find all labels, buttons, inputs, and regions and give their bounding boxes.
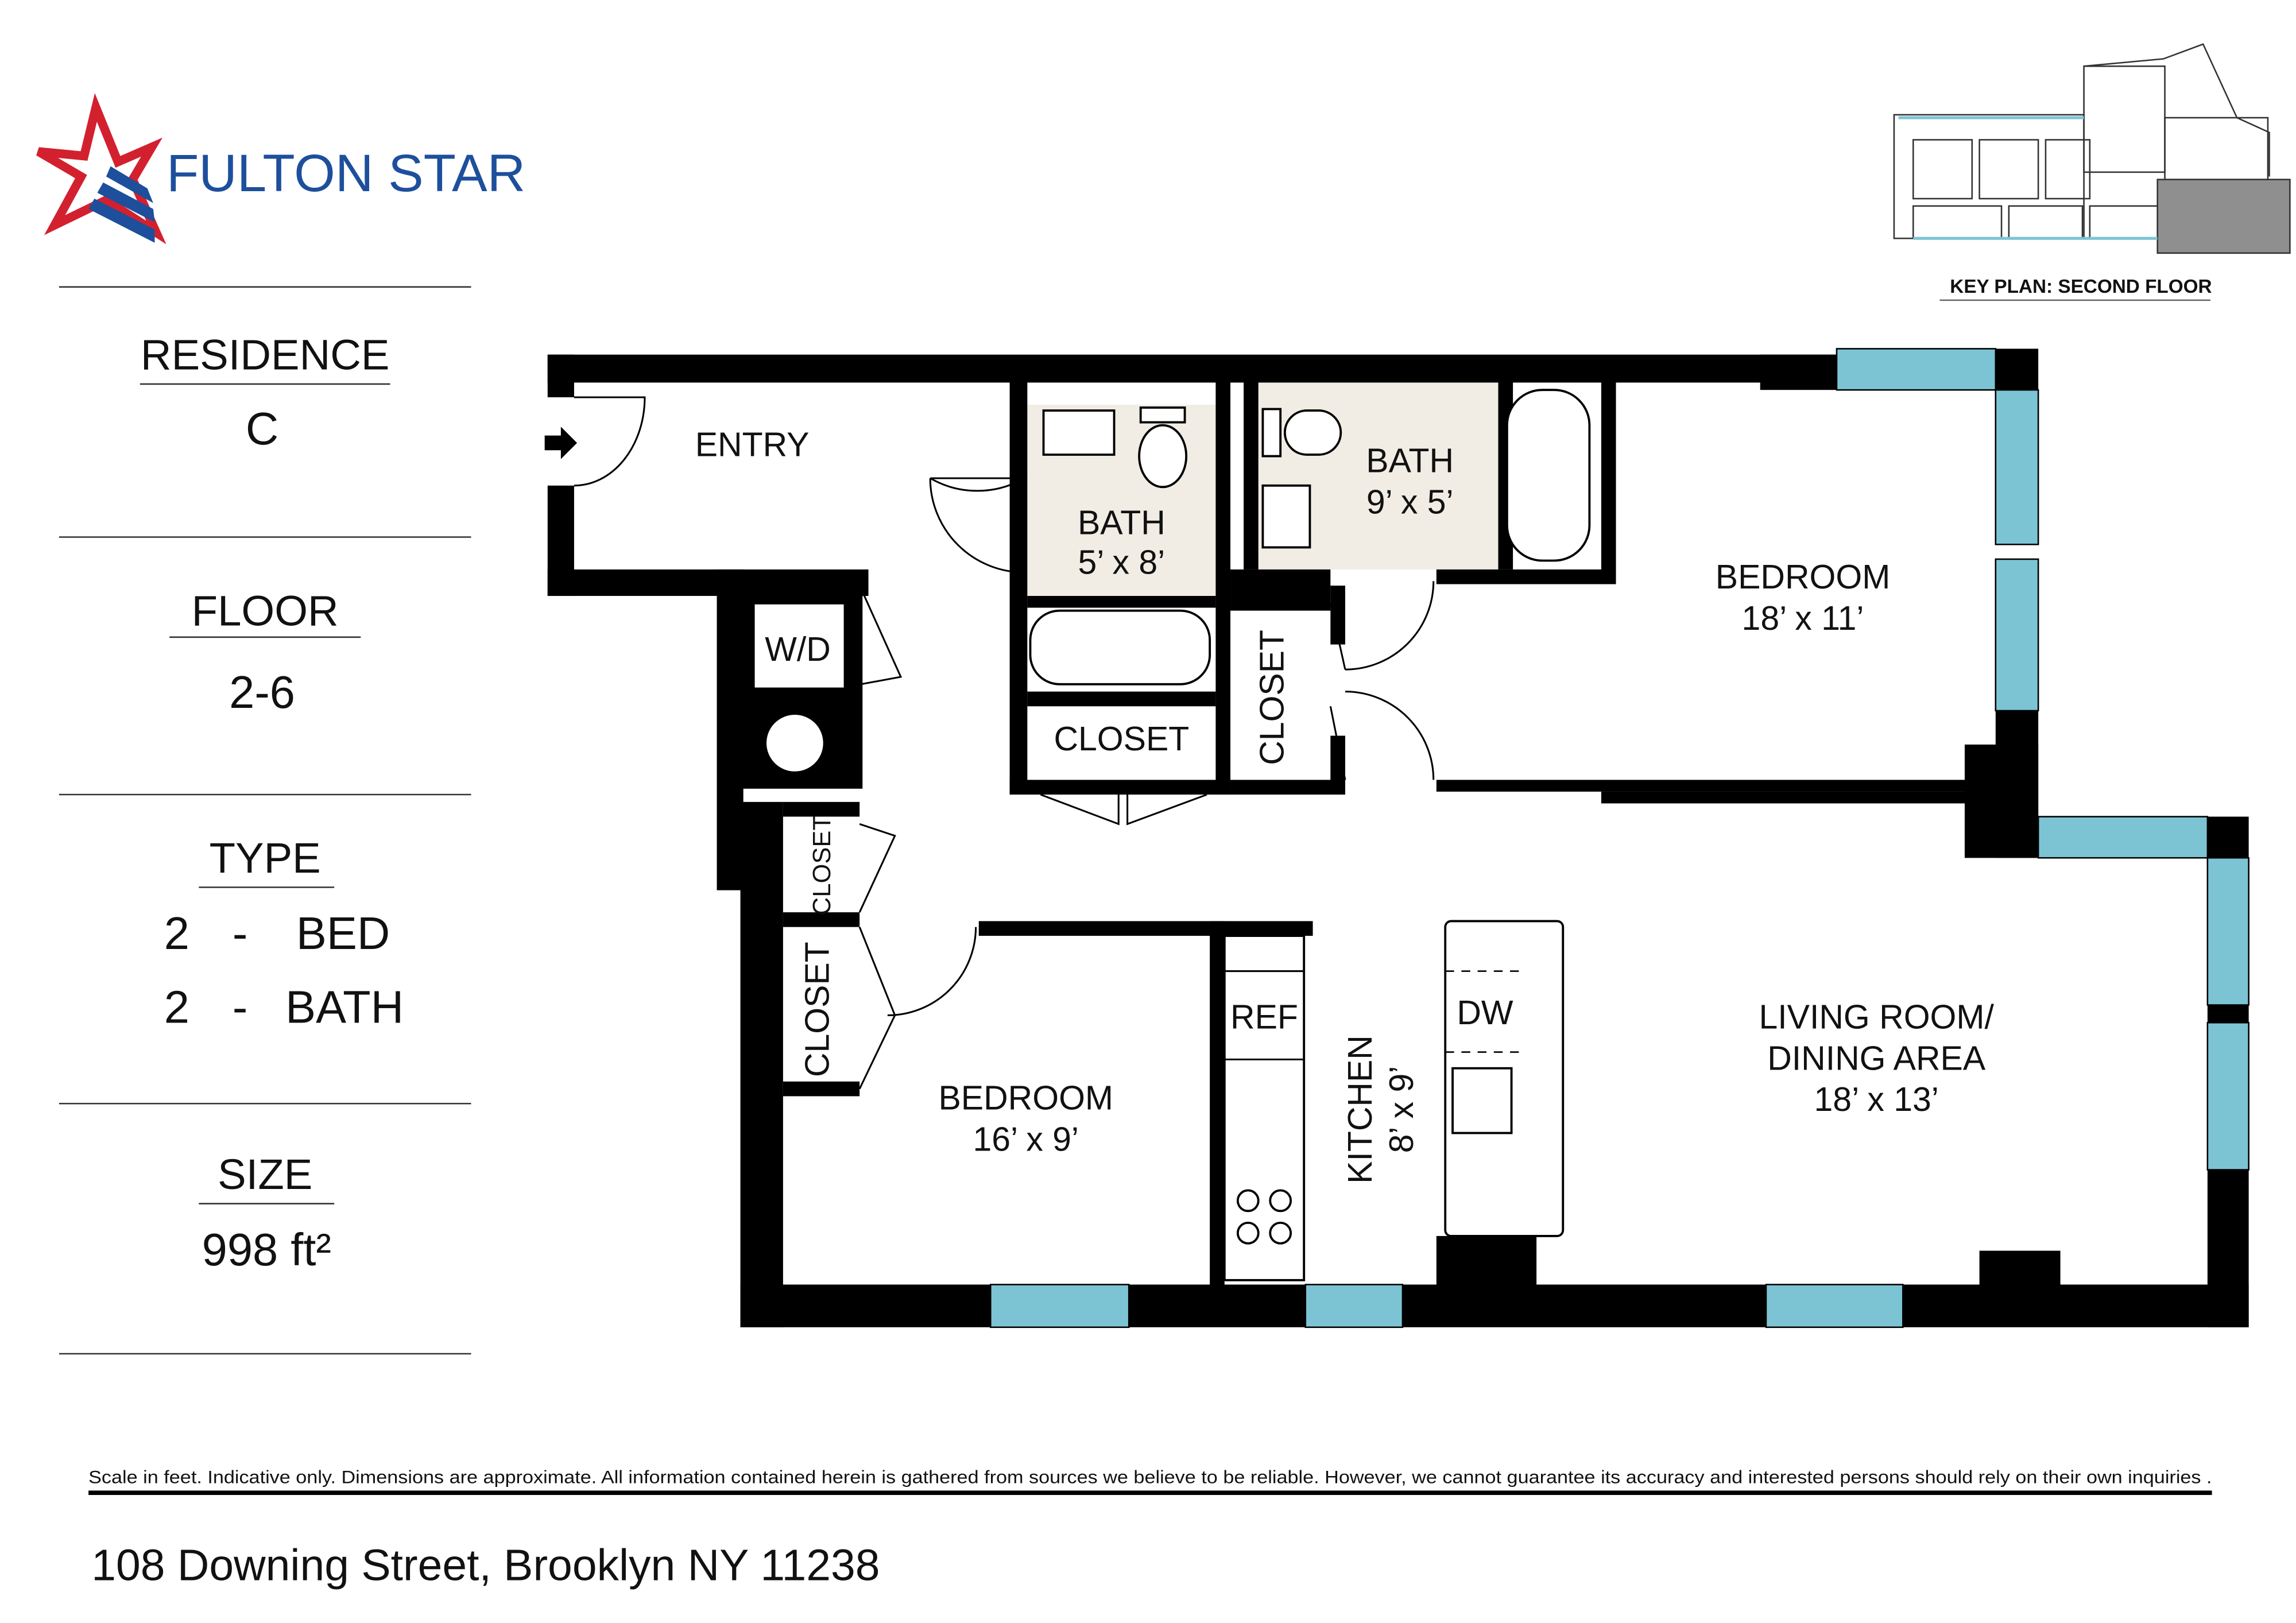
floor-label: FLOOR [192, 587, 339, 634]
bedroom-2-name: BEDROOM [939, 1080, 1114, 1117]
entry-label: ENTRY [695, 427, 810, 464]
bedroom-1-name: BEDROOM [1716, 559, 1891, 596]
kitchen-name: KITCHEN [1342, 1035, 1379, 1184]
type-label: TYPE [210, 834, 321, 882]
closet-label-small: CLOSET [808, 815, 836, 915]
residence-value: C [246, 403, 278, 454]
fixtures [544, 389, 1591, 1281]
bedroom-1-dim: 18’ x 11’ [1742, 600, 1864, 637]
type-bed-count: 2 [164, 908, 189, 959]
sink-icon-2 [1261, 484, 1311, 549]
kitchen-sink-icon [1451, 1067, 1513, 1134]
type-bed-sep: - [233, 908, 247, 959]
type-bath-count: 2 [164, 981, 189, 1032]
dw-label: DW [1457, 994, 1513, 1032]
closet-label-hall: CLOSET [1054, 721, 1189, 758]
bath-1-name: BATH [1078, 504, 1166, 541]
footer-divider [88, 1490, 2212, 1496]
address: 108 Downing Street, Brooklyn NY 11238 [91, 1541, 880, 1590]
disclaimer: Scale in feet. Indicative only. Dimensio… [88, 1467, 2212, 1488]
bedroom-2-dim: 16’ x 9’ [973, 1121, 1079, 1158]
stripes-icon [88, 166, 155, 243]
windows [989, 348, 2249, 1328]
kitchen-counter [1223, 935, 1306, 1281]
living-name-2: DINING AREA [1767, 1040, 1986, 1077]
fulton-star-logo: FULTON STAR [36, 93, 525, 245]
info-panel: RESIDENCE C FLOOR 2-6 TYPE 2 - BED 2 - B… [59, 286, 471, 1355]
closet-label-bedroom2: CLOSET [799, 942, 836, 1077]
bath-2-name: BATH [1366, 443, 1454, 480]
bath-1-dim: 5’ x 8’ [1078, 544, 1165, 582]
living-name-1: LIVING ROOM/ [1759, 999, 1995, 1036]
entry-arrow-icon [544, 427, 578, 459]
doors [574, 396, 1435, 1090]
brand-name: FULTON STAR [167, 143, 525, 203]
key-plan-label: KEY PLAN: SECOND FLOOR [1950, 276, 2212, 297]
toilet-icon [1138, 424, 1188, 489]
type-bath-unit: BATH [285, 981, 404, 1032]
type-bed-unit: BED [296, 908, 390, 959]
sink-icon [1042, 409, 1116, 456]
stove-icon [1236, 1189, 1292, 1245]
washer-dryer-icon [752, 602, 846, 690]
room-labels: ENTRY BATH 5’ x 8’ BATH 9’ x 5’ BEDROOM … [695, 427, 1995, 1184]
key-plan-drawing [1893, 43, 2291, 254]
residence-label: RESIDENCE [141, 331, 390, 378]
bathtub-icon [1029, 609, 1211, 685]
floor-plan: ENTRY BATH 5’ x 8’ BATH 9’ x 5’ BEDROOM … [544, 348, 2249, 1328]
key-plan: KEY PLAN: SECOND FLOOR [1893, 43, 2291, 301]
living-dim: 18’ x 13’ [1814, 1081, 1939, 1118]
size-label: SIZE [218, 1151, 312, 1198]
bathtub-icon-2 [1505, 389, 1591, 562]
size-value: 998 ft² [202, 1224, 331, 1275]
bath-2-dim: 9’ x 5’ [1366, 483, 1454, 521]
ref-label: REF [1230, 999, 1298, 1036]
wd-label: W/D [765, 631, 831, 668]
type-bath-sep: - [233, 981, 247, 1032]
floor-value: 2-6 [229, 667, 295, 718]
star-icon [36, 93, 167, 245]
kitchen-dim: 8’ x 9’ [1383, 1066, 1420, 1153]
closet-label-bedroom1: CLOSET [1253, 630, 1291, 765]
